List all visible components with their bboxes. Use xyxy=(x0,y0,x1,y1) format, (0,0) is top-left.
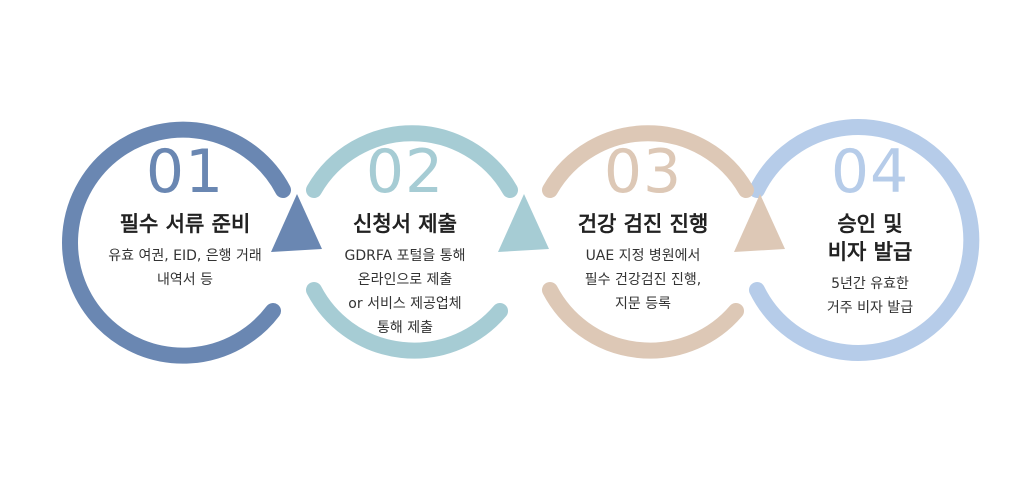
step-3-description: UAE 지정 병원에서 필수 건강검진 진행, 지문 등록 xyxy=(584,248,702,312)
step-1: 01 필수 서류 준비 유효 여권, EID, 은행 거래 내역서 등 xyxy=(85,140,285,292)
step-2-ring xyxy=(306,125,549,359)
step-3-number: 03 xyxy=(603,137,683,207)
step-2-title: 신청서 제출 xyxy=(353,212,457,236)
step-1-description: 유효 여권, EID, 은행 거래 내역서 등 xyxy=(108,248,262,288)
step-1-ring xyxy=(62,121,322,364)
step-4: 04 승인 및 비자 발급 5년간 유효한 거주 비자 발급 xyxy=(770,140,970,320)
step-1-title: 필수 서류 준비 xyxy=(119,212,251,236)
step-1-number: 01 xyxy=(145,137,225,207)
step-4-number: 04 xyxy=(830,137,910,207)
step-4-ring xyxy=(749,119,980,361)
step-2-number: 02 xyxy=(365,137,445,207)
step-2: 02 신청서 제출 GDRFA 포털을 통해 온라인으로 제출 or 서비스 제… xyxy=(305,140,505,340)
step-3-ring xyxy=(542,125,785,359)
step-3: 03 건강 검진 진행 UAE 지정 병원에서 필수 건강검진 진행, 지문 등… xyxy=(543,140,743,316)
step-4-title: 승인 및 비자 발급 xyxy=(827,212,913,264)
step-3-title: 건강 검진 진행 xyxy=(577,212,709,236)
step-2-description: GDRFA 포털을 통해 온라인으로 제출 or 서비스 제공업체 통해 제출 xyxy=(344,248,466,336)
step-4-description: 5년간 유효한 거주 비자 발급 xyxy=(826,276,914,316)
